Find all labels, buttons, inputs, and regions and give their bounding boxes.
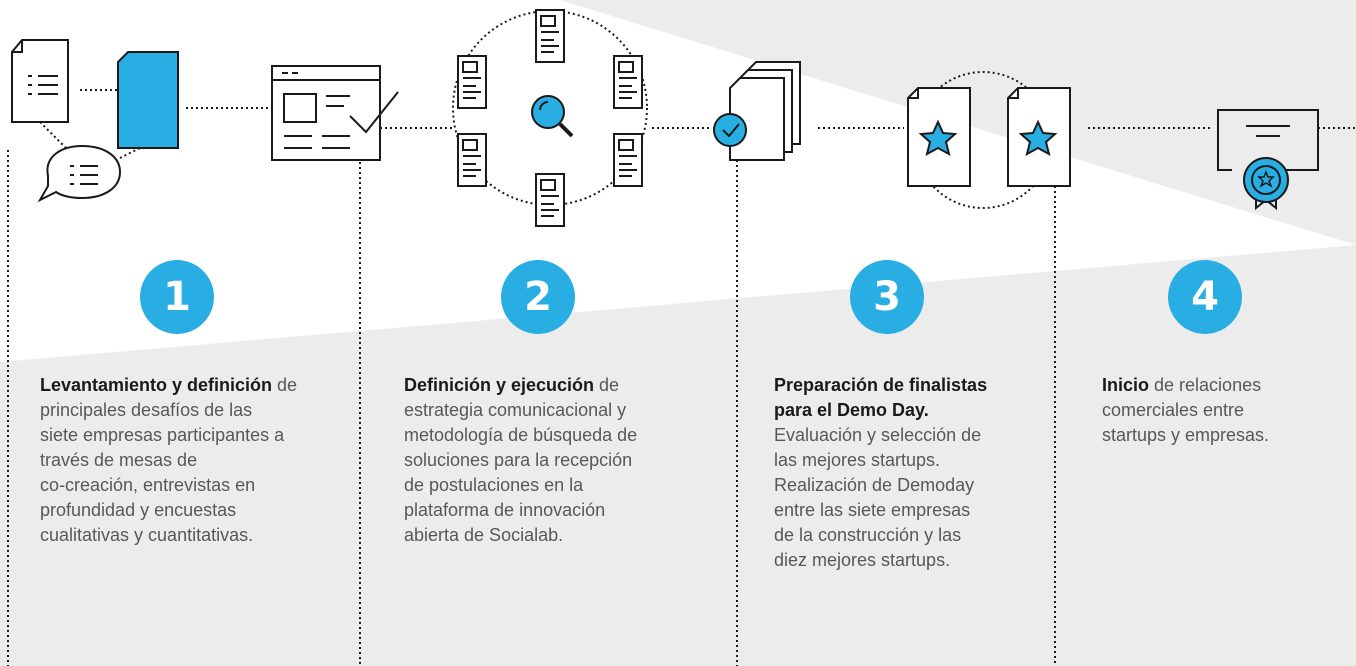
star-document-icon bbox=[907, 87, 971, 187]
document-icon bbox=[535, 9, 565, 63]
step-2-heading: Definición y ejecución bbox=[404, 375, 595, 395]
step-number-4: 4 bbox=[1168, 260, 1242, 334]
star-document-icon bbox=[1007, 87, 1071, 187]
chat-bubble-icon bbox=[37, 144, 122, 203]
blue-document-icon bbox=[117, 51, 179, 149]
document-icon bbox=[535, 173, 565, 227]
step-number-1: 1 bbox=[140, 260, 214, 334]
step-number-2: 2 bbox=[501, 260, 575, 334]
document-icon bbox=[457, 133, 487, 187]
step-number-3: 3 bbox=[850, 260, 924, 334]
document-icon bbox=[613, 133, 643, 187]
document-icon bbox=[457, 55, 487, 109]
certificate-award-icon bbox=[1217, 109, 1319, 211]
stacked-documents-check-icon bbox=[713, 61, 801, 161]
step-4-description: Inicio de relaciones comerciales entre s… bbox=[1102, 375, 1270, 445]
step-4-heading: Inicio bbox=[1102, 375, 1150, 395]
step-3-heading: Preparación de finalistas bbox=[774, 375, 988, 395]
step-1-heading: Levantamiento y definición bbox=[40, 375, 273, 395]
document-list-icon bbox=[11, 39, 69, 123]
document-icon bbox=[613, 55, 643, 109]
step-1-description: Levantamiento y definición de principale… bbox=[40, 375, 298, 545]
connector-line bbox=[39, 121, 69, 151]
step-2-description: Definición y ejecución de estrategia com… bbox=[404, 375, 638, 545]
browser-check-icon bbox=[271, 65, 399, 161]
step-3-description: Preparación de finalistas para el Demo D… bbox=[774, 375, 988, 570]
magnifier-icon bbox=[531, 95, 574, 138]
step-3-heading-cont: para el Demo Day. bbox=[774, 400, 929, 420]
